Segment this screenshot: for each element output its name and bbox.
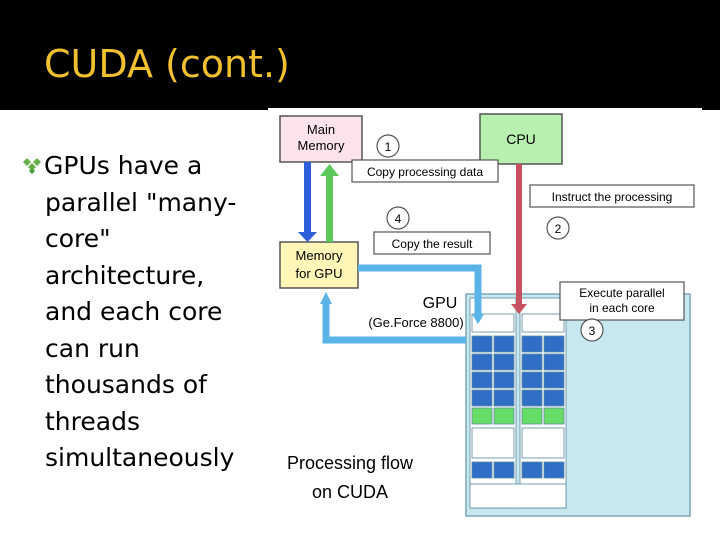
- title-bar: CUDA (cont.): [0, 0, 720, 110]
- gpu-core: [493, 461, 515, 479]
- instruct-arrow-head: [511, 304, 527, 314]
- return-arrow-head: [320, 292, 332, 304]
- step-2-label: Instruct the processing: [552, 190, 673, 204]
- bullet-list: GPUs have a parallel "many- core" archit…: [22, 148, 262, 477]
- step-4-number: 4: [395, 212, 402, 226]
- gpu-core: [471, 371, 493, 389]
- step-3-label: in each core: [589, 301, 655, 315]
- execute-arrow-head: [472, 314, 484, 324]
- gpu-core: [471, 389, 493, 407]
- gpu-core: [521, 371, 543, 389]
- slide-title: CUDA (cont.): [44, 42, 290, 86]
- step-1-number: 1: [385, 140, 392, 154]
- gpu-device-memory: [469, 483, 567, 509]
- gpu-local-memory: [521, 427, 565, 459]
- cuda-flow-diagram: Main Memory CPU Memory for GPU 1 Copy pr…: [268, 108, 702, 520]
- copy-result-arrow: [326, 174, 333, 242]
- caption-line: Processing flow: [287, 453, 414, 473]
- gpu-core: [543, 407, 565, 425]
- step-1-label: Copy processing data: [367, 165, 483, 179]
- step-4-callout: [373, 231, 491, 255]
- copy-result-arrow-head: [320, 164, 339, 176]
- bullet-line: parallel "many-: [45, 187, 237, 217]
- gpu-core: [543, 389, 565, 407]
- gpu-shared-memory: [521, 313, 565, 333]
- copy-data-arrow: [304, 162, 311, 234]
- gpu-shared-memory: [471, 313, 515, 333]
- cpu-label: CPU: [506, 131, 536, 147]
- bullet-line: and each core: [45, 297, 223, 326]
- main-memory-label: Memory: [298, 138, 345, 153]
- step-3-label: Execute parallel: [579, 286, 664, 300]
- diagram-canvas: Main Memory CPU Memory for GPU 1 Copy pr…: [279, 113, 695, 517]
- memory-for-gpu-label: for GPU: [296, 266, 343, 281]
- bullet-line: GPUs have a: [44, 151, 203, 180]
- caption-line: on CUDA: [312, 482, 388, 502]
- gpu-local-memory: [471, 427, 515, 459]
- memory-for-gpu-label: Memory: [296, 248, 343, 263]
- step-3-number: 3: [589, 324, 596, 338]
- gpu-core: [493, 407, 515, 425]
- gpu-model-label: (Ge.Force 8800): [368, 315, 463, 330]
- gpu-core: [543, 371, 565, 389]
- bullet-line: architecture,: [45, 260, 205, 290]
- gpu-label: GPU: [423, 295, 458, 312]
- bullet-line: can run: [45, 333, 140, 363]
- gpu-core: [521, 389, 543, 407]
- step-4-label: Copy the result: [392, 237, 473, 251]
- step-3-callout: [559, 281, 685, 321]
- bullet-line: simultaneously: [45, 443, 235, 472]
- gpu-core: [493, 371, 515, 389]
- gpu-core: [493, 335, 515, 353]
- step-4-badge: [386, 206, 410, 230]
- gpu-core: [521, 461, 543, 479]
- diamond-bullet-icon: [23, 158, 41, 174]
- gpu-core: [471, 353, 493, 371]
- instruct-arrow: [516, 164, 522, 306]
- bullet-line: thousands of: [45, 370, 207, 399]
- copy-data-arrow-head: [298, 232, 317, 242]
- gpu-core: [521, 353, 543, 371]
- gpu-core: [493, 389, 515, 407]
- bullet-line: threads: [45, 406, 140, 436]
- main-memory-label: Main: [307, 122, 335, 137]
- gpu-core: [471, 335, 493, 353]
- gpu-core-grid: [469, 297, 567, 509]
- gpu-core: [543, 353, 565, 371]
- gpu-core: [543, 461, 565, 479]
- step-1-callout: [351, 159, 499, 183]
- gpu-core: [471, 461, 493, 479]
- gpu-core: [493, 353, 515, 371]
- main-memory-box: [279, 115, 363, 163]
- step-2-number: 2: [555, 222, 562, 236]
- step-3-badge: [580, 318, 604, 342]
- gpu-core: [521, 335, 543, 353]
- execute-arrow: [358, 264, 482, 316]
- return-arrow: [322, 302, 466, 344]
- step-2-badge: [546, 216, 570, 240]
- gpu-core: [543, 335, 565, 353]
- cpu-box: [479, 113, 563, 165]
- gpu-core: [471, 407, 493, 425]
- step-1-badge: [376, 134, 400, 158]
- gpu-core: [521, 407, 543, 425]
- bullet-line: core": [45, 224, 111, 253]
- step-2-callout: [529, 184, 695, 208]
